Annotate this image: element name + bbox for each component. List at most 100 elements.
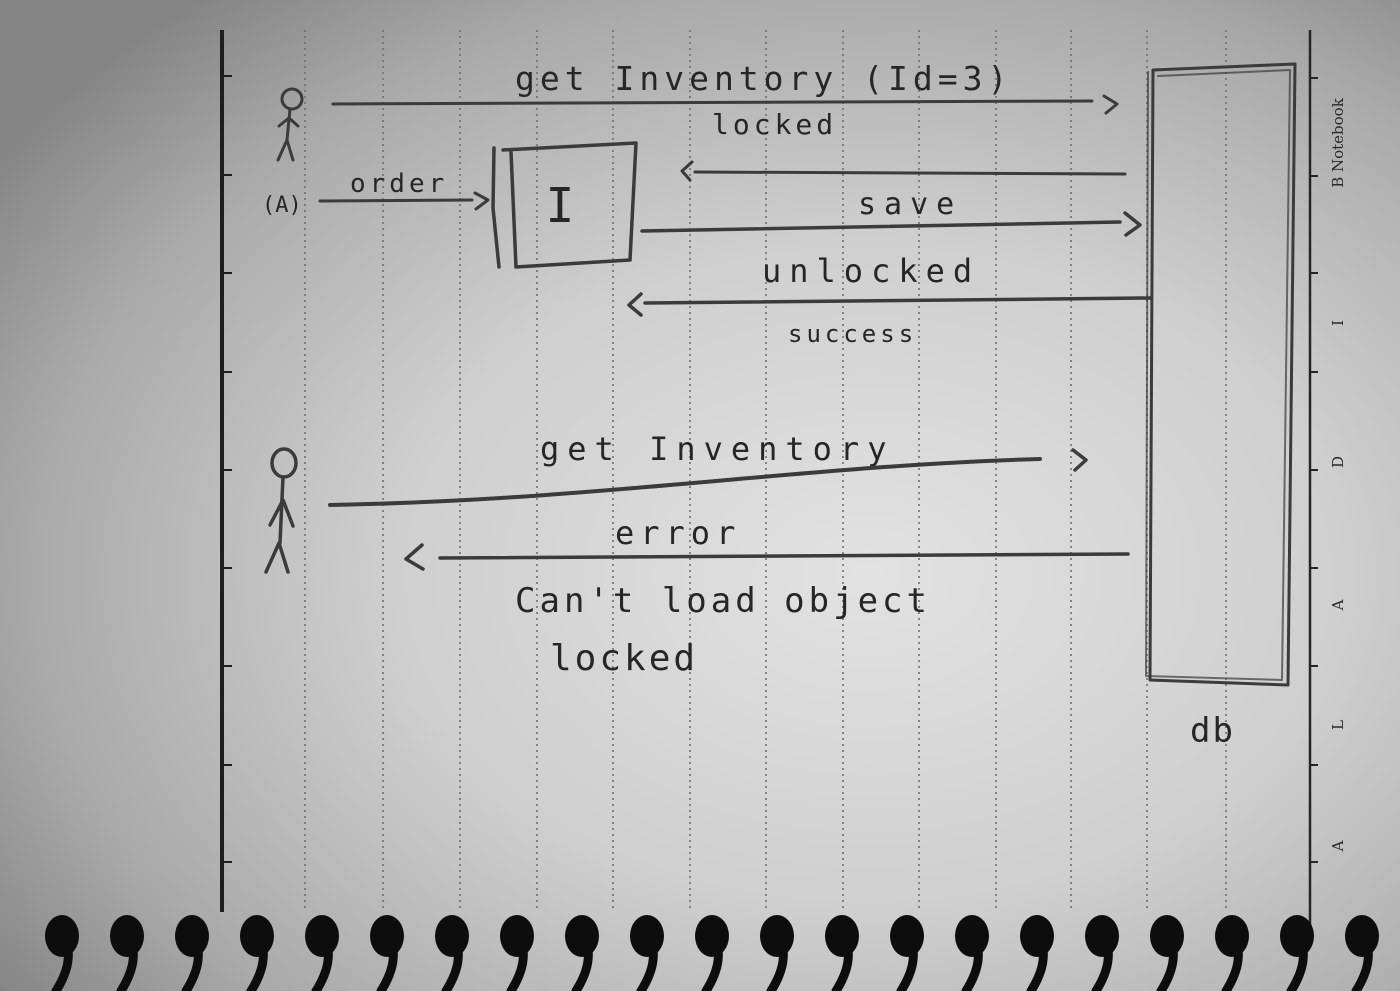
margin-letter: L <box>1329 720 1347 730</box>
spiral-ring <box>695 915 729 991</box>
spiral-wire <box>1026 925 1048 991</box>
message-line <box>693 170 1127 176</box>
message-line <box>438 552 1130 560</box>
spiral-wire <box>636 925 658 991</box>
message-success-label: success <box>788 320 917 348</box>
object-box-i: I <box>491 141 638 269</box>
message-get-inventory-id: get Inventory (Id=3) <box>331 59 1119 115</box>
spiral-wire <box>441 925 463 991</box>
message-label: get Inventory <box>540 430 894 468</box>
db-box-outline-sketch <box>1145 69 1291 681</box>
spiral-wire <box>831 925 853 991</box>
left-margin-rule <box>220 30 232 912</box>
right-margin-rule <box>1308 30 1318 930</box>
spiral-wire <box>181 925 203 991</box>
spiral-ring <box>1150 915 1184 991</box>
error-note-line-1: Can't load object <box>515 581 931 621</box>
message-label: save <box>858 187 962 222</box>
spiral-wire <box>1091 925 1113 991</box>
spiral-wire <box>246 925 268 991</box>
object-box-label: I <box>546 178 575 234</box>
arrowhead-right <box>473 191 490 211</box>
message-line <box>328 457 1042 507</box>
spiral-wire <box>1351 925 1373 991</box>
margin-letter: A <box>1329 599 1347 611</box>
arrowhead-right <box>1123 211 1142 237</box>
actor-head <box>280 87 304 111</box>
error-note: Can't load object locked <box>515 581 931 679</box>
spiral-ring <box>500 915 534 991</box>
spiral-ring <box>1085 915 1119 991</box>
message-line <box>331 99 1094 106</box>
message-line <box>643 296 1152 305</box>
spiral-ring <box>175 915 209 991</box>
spiral-ring <box>825 915 859 991</box>
spiral-wire <box>961 925 983 991</box>
message-get-inventory: get Inventory <box>328 430 1088 507</box>
spiral-ring <box>1280 915 1314 991</box>
spiral-ring <box>435 915 469 991</box>
spiral-ring <box>890 915 924 991</box>
spiral-wire <box>311 925 333 991</box>
message-label: error <box>615 514 741 552</box>
spiral-ring <box>45 915 79 991</box>
spiral-ring <box>305 915 339 991</box>
spiral-wire <box>571 925 593 991</box>
left-margin-ticks <box>222 75 232 863</box>
spiral-ring <box>1215 915 1249 991</box>
db-box: db <box>1145 62 1297 751</box>
message-line <box>318 198 474 203</box>
spiral-ring <box>955 915 989 991</box>
margin-letter: I <box>1329 320 1347 326</box>
spiral-ring <box>760 915 794 991</box>
spiral-wire <box>1156 925 1178 991</box>
arrowhead-left <box>627 292 643 317</box>
dotted-ruling <box>304 30 1227 910</box>
right-margin-ticks <box>1310 77 1318 863</box>
message-save: save <box>640 187 1142 237</box>
message-order: order <box>318 169 490 211</box>
spiral-wire <box>51 925 73 991</box>
message-label: locked <box>712 108 837 141</box>
spiral-ring <box>1345 915 1379 991</box>
actor-legs <box>276 138 295 162</box>
spiral-ring <box>240 915 274 991</box>
spiral-wire <box>766 925 788 991</box>
arrowhead-right <box>1102 94 1119 115</box>
message-label: get Inventory (Id=3) <box>515 59 1012 98</box>
spiral-wire <box>376 925 398 991</box>
spiral-wire <box>1286 925 1308 991</box>
object-box-outline <box>491 141 638 269</box>
arrowhead-right <box>1071 448 1088 472</box>
margin-letter: A <box>1329 840 1347 852</box>
message-label: unlocked <box>762 252 980 290</box>
actor-a-label: (A) <box>262 193 302 218</box>
message-error: error <box>404 514 1130 571</box>
message-line <box>640 220 1122 233</box>
actor-body <box>285 107 292 142</box>
notebook-brand: B Notebook <box>1329 97 1347 188</box>
spiral-wire <box>896 925 918 991</box>
arrowhead-left <box>680 160 694 182</box>
spiral-ring <box>630 915 664 991</box>
db-label: db <box>1190 711 1235 751</box>
message-locked: locked <box>680 108 1127 182</box>
spiral-wire <box>701 925 723 991</box>
spiral-wire <box>116 925 138 991</box>
spiral-ring <box>370 915 404 991</box>
spiral-ring <box>1020 915 1054 991</box>
actor-legs <box>264 541 290 574</box>
notebook-margin-print: B Notebook I D A L A <box>1329 97 1347 852</box>
message-label: order <box>350 169 448 199</box>
arrowhead-left <box>404 543 425 571</box>
spiral-wire <box>506 925 528 991</box>
spiral-ring <box>565 915 599 991</box>
spiral-binding <box>45 915 1379 991</box>
error-note-line-2: locked <box>550 638 698 679</box>
actor-body <box>278 475 285 545</box>
actor-a-figure <box>276 87 304 162</box>
spiral-ring <box>110 915 144 991</box>
actor-arms <box>277 116 300 128</box>
